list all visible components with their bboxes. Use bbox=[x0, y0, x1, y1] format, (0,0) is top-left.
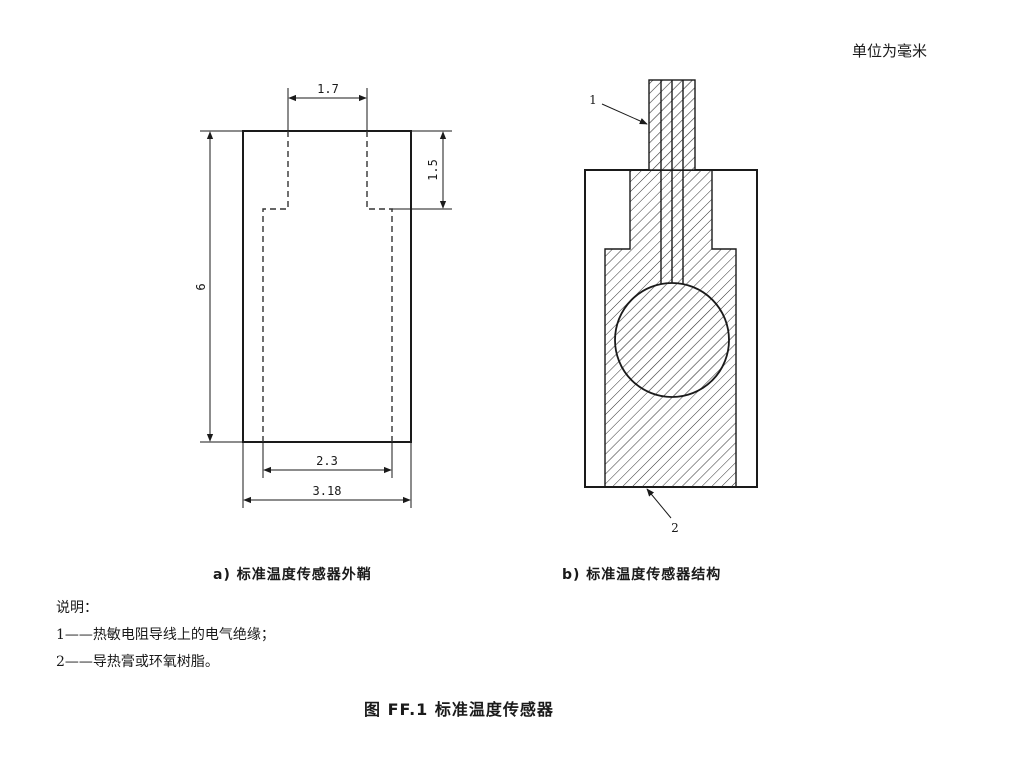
legend-title: 说明： bbox=[56, 600, 98, 616]
dim-top-opening: 1.7 bbox=[317, 82, 339, 96]
callout-2-leader bbox=[646, 488, 672, 519]
legend-item: 1——热敏电阻导线上的电气绝缘； bbox=[56, 627, 275, 643]
legend-item: 2——导热膏或环氧树脂。 bbox=[56, 654, 219, 670]
figure-title: 图 FF.1 标准温度传感器 bbox=[364, 700, 554, 719]
dim-top-depth: 1.5 bbox=[426, 159, 440, 181]
callout-1: 1 bbox=[589, 93, 597, 107]
thermistor-bead bbox=[614, 282, 730, 398]
callout-1-leader bbox=[601, 103, 648, 125]
callout-2: 2 bbox=[671, 521, 679, 535]
dim-outer-width: 3.18 bbox=[313, 484, 342, 498]
sheath-bore-left bbox=[262, 131, 289, 442]
dim-height: 6 bbox=[194, 283, 208, 290]
sheath-bore-right bbox=[366, 131, 393, 442]
caption-a: a) 标准温度传感器外鞘 bbox=[213, 567, 372, 583]
caption-b: b) 标准温度传感器结构 bbox=[562, 567, 722, 583]
diagram-b-structure: 1 2 bbox=[584, 79, 758, 535]
dim-inner-width: 2.3 bbox=[316, 454, 338, 468]
sheath-outline bbox=[242, 130, 412, 443]
diagram-a-sheath: 1.7 1.5 6 2.3 3.18 bbox=[194, 82, 452, 508]
unit-note: 单位为毫米 bbox=[852, 42, 928, 60]
